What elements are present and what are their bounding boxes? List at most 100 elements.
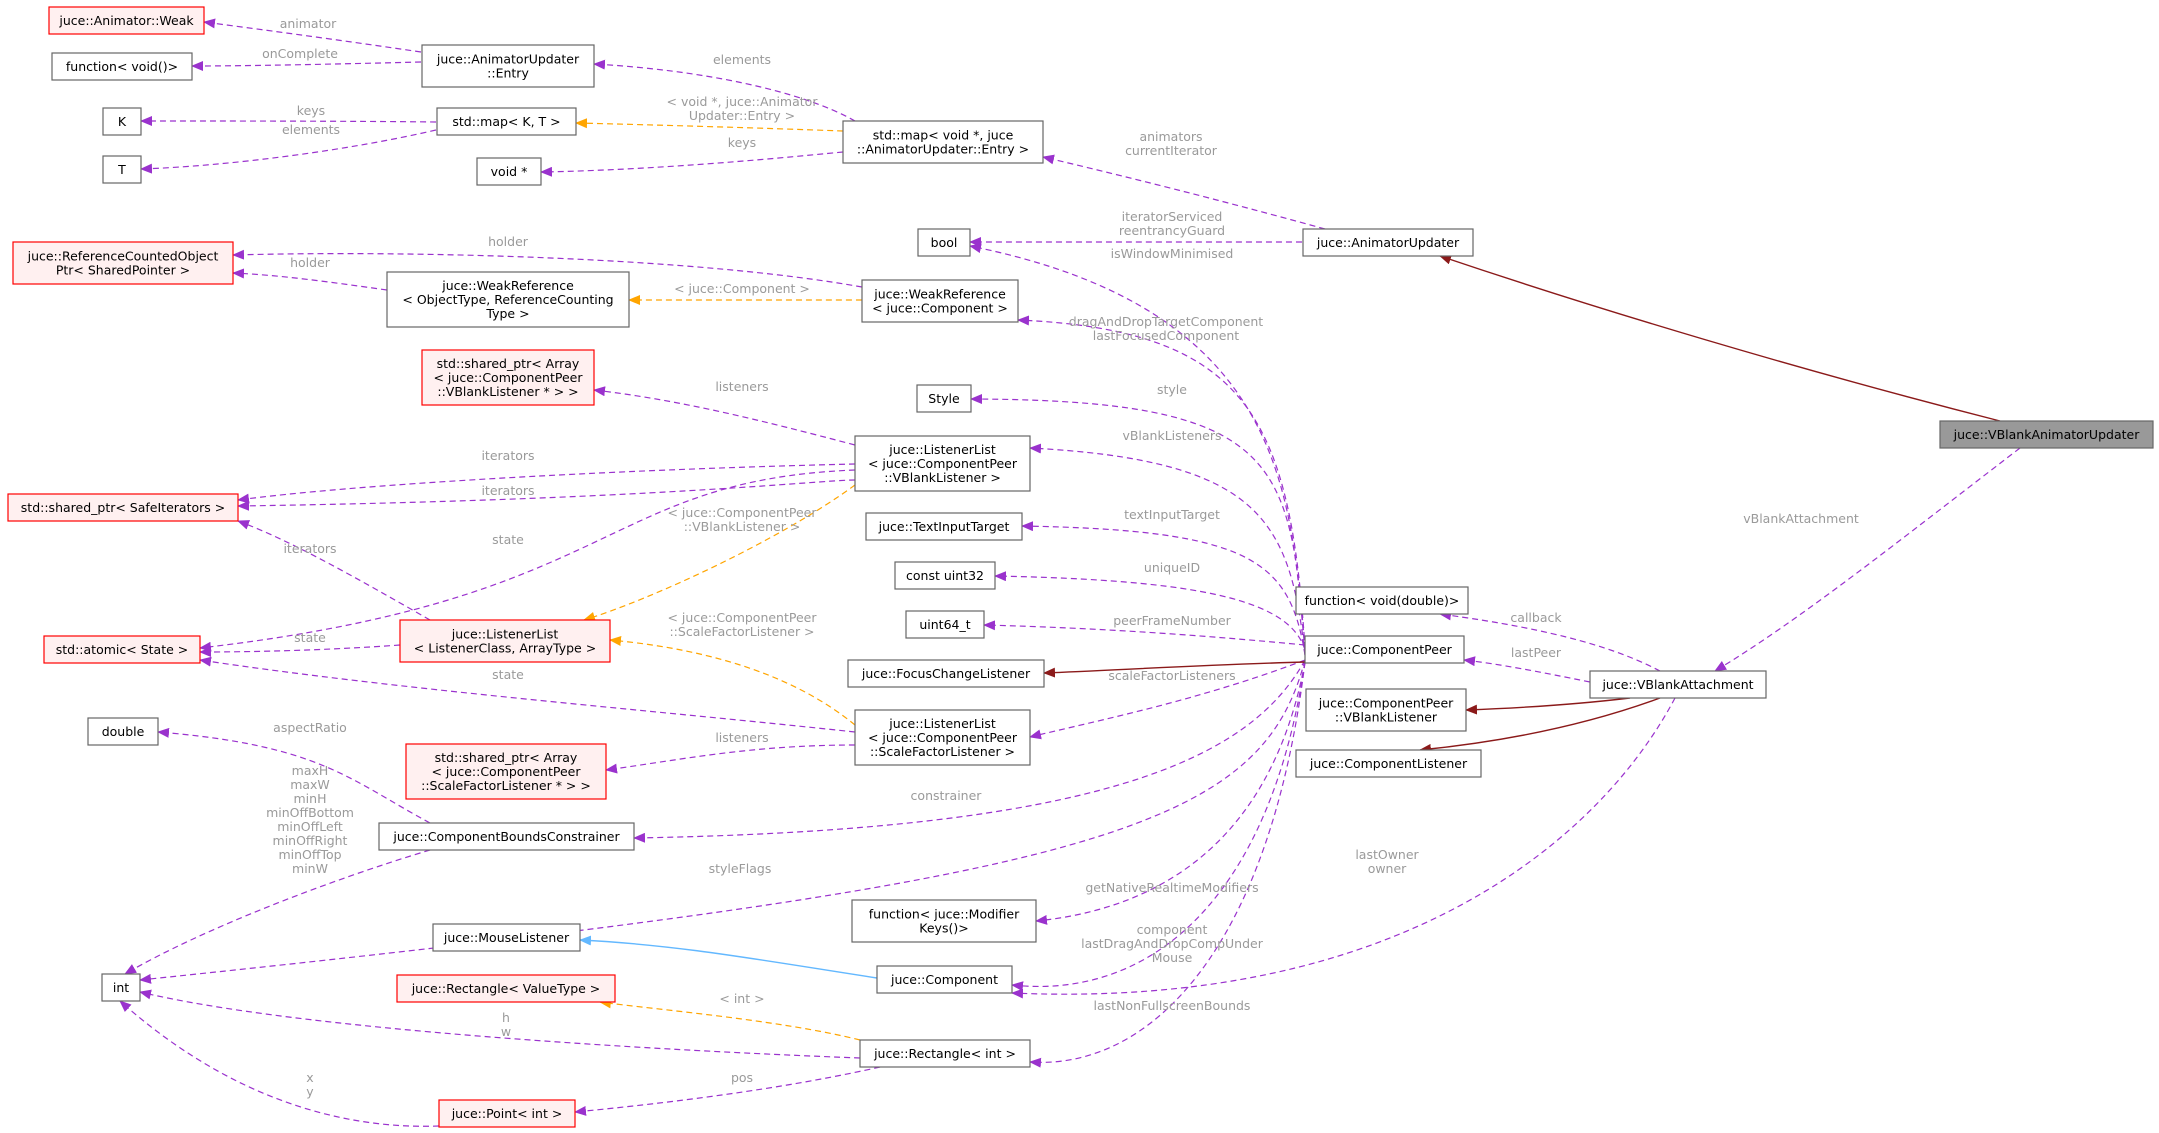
class-node-style[interactable]: Style — [916, 384, 972, 413]
class-node-label: < juce::ComponentPeer — [868, 730, 1018, 745]
class-node-label: ::ScaleFactorListener > — [870, 744, 1015, 759]
class-node-animatorUpdater[interactable]: juce::AnimatorUpdater — [1302, 228, 1474, 257]
edge-label-line: uniqueID — [1144, 560, 1200, 575]
edge-label-line: minOffRight — [273, 833, 348, 848]
class-node-listenerListScale[interactable]: juce::ListenerList< juce::ComponentPeer:… — [854, 709, 1031, 766]
edge-label-line: animator — [280, 16, 337, 31]
class-node-voidPtr[interactable]: void * — [476, 157, 542, 186]
class-node-weakRefTemplate[interactable]: juce::WeakReference< ObjectType, Referen… — [386, 271, 630, 328]
edge-listeners2 — [605, 744, 856, 774]
edge-label-line: h — [502, 1010, 510, 1025]
class-node-cpVBlankListener[interactable]: juce::ComponentPeer::VBlankListener — [1305, 688, 1467, 732]
class-node-label: std::shared_ptr< Array — [437, 356, 580, 371]
class-node-box — [1589, 670, 1767, 699]
class-node-stdmapKT[interactable]: std::map< K, T > — [436, 107, 577, 136]
edge-label-line: dragAndDropTargetComponent — [1069, 314, 1263, 329]
edge-label-getNativeRealtime: getNativeRealtimeModifiers — [1085, 880, 1258, 895]
edge-animators — [1042, 154, 1326, 230]
class-node-label: < juce::ComponentPeer — [431, 764, 581, 779]
class-node-functionVoidDouble[interactable]: function< void(double)> — [1295, 586, 1469, 615]
edge-label-line: iterators — [481, 483, 534, 498]
class-node-stdmapVoid[interactable]: std::map< void *, juce::AnimatorUpdater:… — [842, 120, 1044, 164]
edge-label-line: currentIterator — [1125, 143, 1218, 158]
class-node-box — [102, 107, 142, 136]
class-node-label: juce::Animator::Weak — [58, 13, 194, 28]
class-node-listenerListVBlank[interactable]: juce::ListenerList< juce::ComponentPeer:… — [854, 435, 1031, 492]
edge-label-line: elements — [713, 52, 771, 67]
edge-label-lastNonFullscreen: lastNonFullscreenBounds — [1094, 998, 1251, 1013]
edge-uniqueID — [994, 571, 1306, 651]
edge-vBlankTpl — [583, 484, 856, 622]
class-node-box — [1305, 688, 1467, 732]
edge-styleFlags — [139, 659, 1306, 984]
class-node-weakRefComponent[interactable]: juce::WeakReference< juce::Component > — [861, 279, 1019, 323]
class-node-box — [847, 659, 1045, 688]
class-node-box — [405, 743, 607, 800]
class-node-T[interactable]: T — [102, 155, 142, 184]
edge-label-line: vBlankListeners — [1122, 428, 1221, 443]
class-node-label: K — [118, 114, 127, 129]
class-node-pointInt[interactable]: juce::Point< int > — [438, 1099, 576, 1128]
class-node-functionVoid[interactable]: function< void()> — [51, 52, 193, 81]
class-node-sharedPtrVBlank[interactable]: std::shared_ptr< Array< juce::ComponentP… — [421, 349, 595, 406]
class-node-double[interactable]: double — [87, 717, 159, 746]
class-node-auEntry[interactable]: juce::AnimatorUpdater::Entry — [421, 44, 595, 88]
class-node-box — [1302, 228, 1474, 257]
class-node-listenerListTemplate[interactable]: juce::ListenerList< ListenerClass, Array… — [399, 619, 611, 663]
edge-label-lastPeer: lastPeer — [1511, 645, 1562, 660]
edge-peerFrameNumber — [983, 620, 1306, 646]
edge-iterators2 — [237, 479, 856, 511]
class-node-int[interactable]: int — [101, 973, 141, 1002]
class-node-box — [905, 610, 985, 639]
edge-lastOwner — [1011, 697, 1676, 999]
class-node-component[interactable]: juce::Component — [876, 965, 1013, 994]
edge-label-line: maxW — [290, 777, 330, 792]
class-node-constUint32[interactable]: const uint32 — [894, 561, 996, 590]
class-node-rectangleTemplate[interactable]: juce::Rectangle< ValueType > — [396, 974, 616, 1003]
class-node-box — [386, 271, 630, 328]
class-node-label: void * — [491, 164, 528, 179]
edge-label-vBlankListeners: vBlankListeners — [1122, 428, 1221, 443]
edge-public-48 — [1419, 697, 1661, 754]
edge-pos — [574, 1066, 881, 1116]
class-node-bool[interactable]: bool — [917, 228, 971, 257]
class-node-mouseListener[interactable]: juce::MouseListener — [432, 923, 581, 952]
edge-label-line: elements — [282, 122, 340, 137]
edge-label-iterators3: iterators — [283, 541, 336, 556]
class-node-label: std::map< K, T > — [452, 114, 560, 129]
class-node-vBlankAttachment[interactable]: juce::VBlankAttachment — [1589, 670, 1767, 699]
edge-label-line: style — [1157, 382, 1187, 397]
class-node-animatorWeak[interactable]: juce::Animator::Weak — [48, 6, 205, 35]
class-node-stdAtomic[interactable]: std::atomic< State > — [43, 635, 201, 664]
edge-label-line: holder — [290, 255, 331, 270]
class-node-rectangleInt[interactable]: juce::Rectangle< int > — [859, 1039, 1031, 1068]
class-node-sharedPtrScale[interactable]: std::shared_ptr< Array< juce::ComponentP… — [405, 743, 607, 800]
class-node-vBlankAnimatorUpdater[interactable]: juce::VBlankAnimatorUpdater — [1939, 420, 2154, 449]
edge-label-line: minOffLeft — [277, 819, 343, 834]
class-node-textInputTarget[interactable]: juce::TextInputTarget — [865, 512, 1023, 541]
class-node-K[interactable]: K — [102, 107, 142, 136]
class-node-componentListener[interactable]: juce::ComponentListener — [1295, 749, 1482, 778]
edge-intTpl — [599, 998, 861, 1041]
class-node-uint64[interactable]: uint64_t — [905, 610, 985, 639]
edge-public-46 — [1043, 661, 1306, 678]
class-node-label: juce::AnimatorUpdater — [1316, 235, 1460, 250]
class-node-focusChange[interactable]: juce::FocusChangeListener — [847, 659, 1045, 688]
edge-label-holder1: holder — [488, 234, 529, 249]
class-node-componentPeer[interactable]: juce::ComponentPeer — [1304, 635, 1465, 664]
class-node-boundsConstrainer[interactable]: juce::ComponentBoundsConstrainer — [378, 822, 635, 851]
class-node-sharedPtrSafe[interactable]: std::shared_ptr< SafeIterators > — [7, 493, 239, 522]
class-node-label: ::VBlankListener — [1335, 710, 1438, 725]
class-node-label: Style — [928, 391, 960, 406]
edge-label-aspectRatio: aspectRatio — [273, 720, 347, 735]
class-node-box — [1295, 586, 1469, 615]
edge-label-line: lastNonFullscreenBounds — [1094, 998, 1251, 1013]
class-node-label: juce::WeakReference — [441, 278, 574, 293]
class-node-box — [87, 717, 159, 746]
edge-keysVoid — [540, 151, 844, 177]
class-node-box — [865, 512, 1023, 541]
edge-label-line: scaleFactorListeners — [1108, 668, 1235, 683]
